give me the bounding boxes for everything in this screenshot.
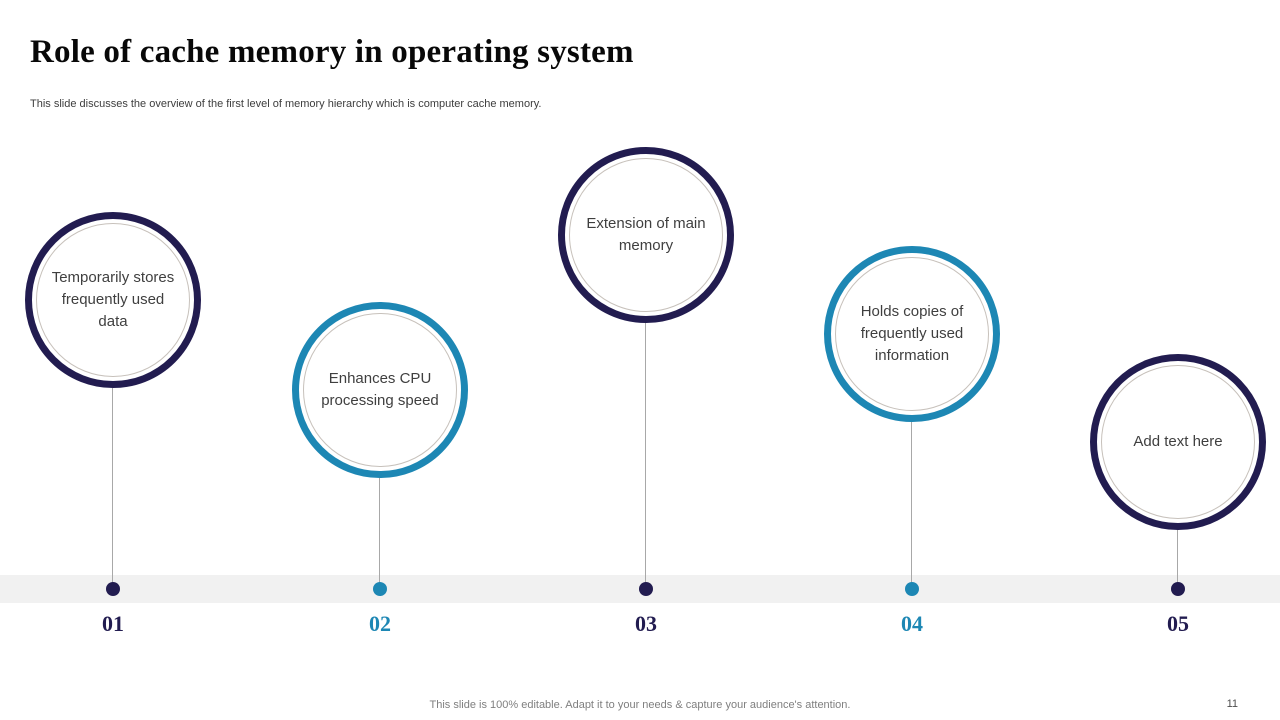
- step-number-4: 04: [901, 611, 923, 636]
- inner-ring: Add text here: [1101, 365, 1255, 519]
- connector-line: [1177, 530, 1178, 589]
- info-circle-2: Enhances CPU processing speed: [292, 302, 468, 478]
- page-number: 11: [1226, 698, 1238, 710]
- step-number-1: 01: [102, 611, 124, 636]
- timeline-dot: [373, 582, 387, 596]
- info-circle-4: Holds copies of frequently used informat…: [824, 246, 1000, 422]
- info-circle-3: Extension of main memory: [558, 147, 734, 323]
- step-number-3: 03: [635, 611, 657, 636]
- inner-ring: Holds copies of frequently used informat…: [835, 257, 989, 411]
- inner-ring: Enhances CPU processing speed: [303, 313, 457, 467]
- timeline-dot: [639, 582, 653, 596]
- circle-label-1: Temporarily stores frequently used data: [51, 269, 175, 330]
- timeline-item-1: Temporarily stores frequently used data …: [25, 212, 201, 636]
- inner-ring: Extension of main memory: [569, 158, 723, 312]
- slide-subtitle: This slide discusses the overview of the…: [30, 98, 542, 110]
- timeline-dot: [905, 582, 919, 596]
- circle-label-4: Holds copies of frequently used informat…: [860, 303, 964, 364]
- connector-line: [112, 388, 113, 589]
- inner-ring: Temporarily stores frequently used data: [36, 223, 190, 377]
- step-number-5: 05: [1167, 611, 1189, 636]
- timeline-item-5: Add text here 05: [1090, 354, 1266, 636]
- footer-note: This slide is 100% editable. Adapt it to…: [429, 699, 851, 711]
- timeline-item-3: Extension of main memory 03: [558, 147, 734, 636]
- timeline-dot: [1171, 582, 1185, 596]
- circle-label-2: Enhances CPU processing speed: [321, 370, 439, 409]
- timeline-item-2: Enhances CPU processing speed 02: [292, 302, 468, 636]
- connector-line: [645, 323, 646, 589]
- connector-line: [911, 422, 912, 589]
- info-circle-5: Add text here: [1090, 354, 1266, 530]
- slide-title: Role of cache memory in operating system: [30, 34, 634, 70]
- timeline-dot: [106, 582, 120, 596]
- info-circle-1: Temporarily stores frequently used data: [25, 212, 201, 388]
- timeline-item-4: Holds copies of frequently used informat…: [824, 246, 1000, 636]
- step-number-2: 02: [369, 611, 391, 636]
- circle-label-3: Extension of main memory: [586, 215, 706, 254]
- connector-line: [379, 478, 380, 589]
- circle-label-5[interactable]: Add text here: [1133, 433, 1223, 450]
